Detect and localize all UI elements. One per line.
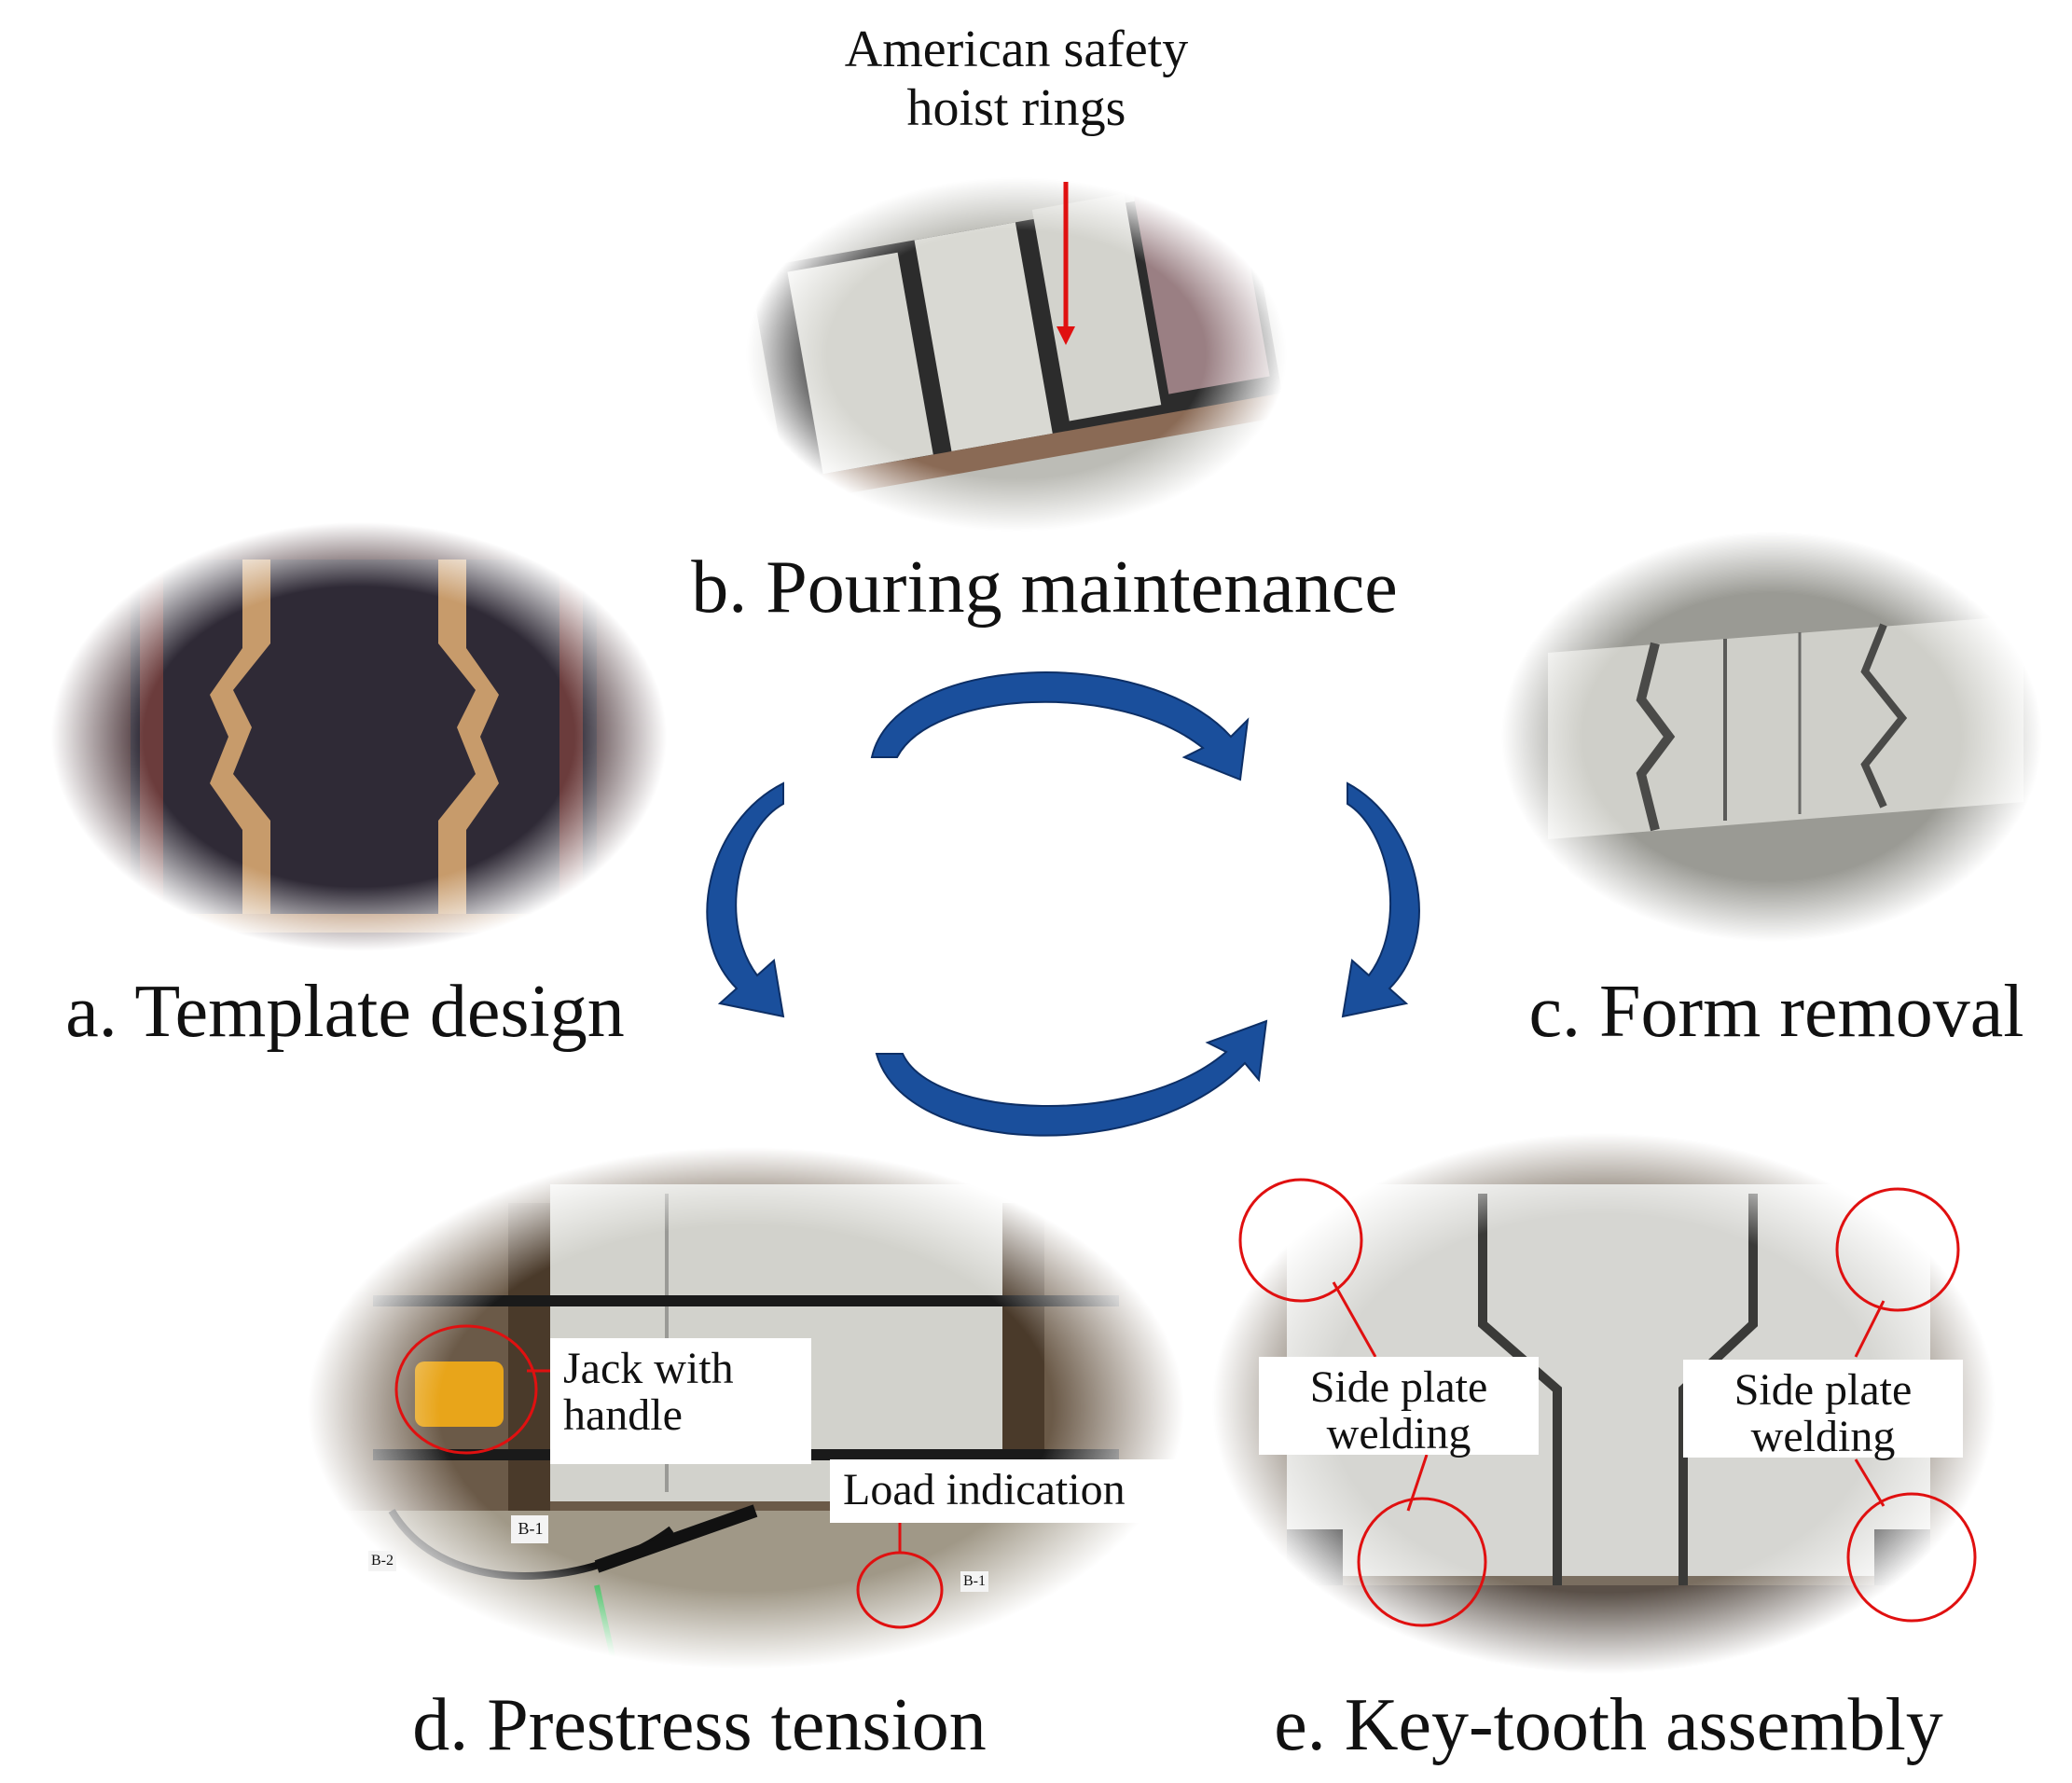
tag-b1-right: B-1: [963, 1573, 986, 1589]
weld-pointer-bl: [1406, 1454, 1429, 1512]
photo-tag-b1-mid: [511, 1515, 548, 1543]
arrow-b-to-c: [870, 671, 1250, 781]
load-indication-box: Load indication: [830, 1459, 1175, 1523]
weld-circle-bottom-right: [1846, 1492, 1977, 1623]
tag-b2: B-2: [371, 1553, 394, 1569]
hoist-rings-callout-line1: American safety: [844, 21, 1189, 78]
hoist-ring-pointer-head: [1057, 326, 1075, 345]
tag-b1-mid: B-1: [518, 1519, 544, 1538]
step-a-label: a. Template design: [65, 971, 625, 1053]
arrow-d-to-e: [875, 1019, 1268, 1137]
weld-circle-top-right: [1835, 1187, 1960, 1312]
cycle-arrows: [706, 671, 1420, 1137]
weld-pointer-tr: [1854, 1300, 1886, 1358]
weld-left-line2: welding: [1326, 1409, 1471, 1459]
weld-pointer-br: [1854, 1458, 1886, 1507]
hydraulic-jack: [415, 1361, 504, 1427]
key-tooth-joint-right: [1678, 1194, 1758, 1585]
arrow-c-to-e: [1341, 781, 1420, 1018]
jack-callout-line1: Jack with: [563, 1344, 734, 1393]
side-plate-welding-right-box: Side plate welding: [1683, 1360, 1963, 1462]
step-d-label: d. Prestress tension: [412, 1684, 987, 1766]
jack-with-handle-box: Jack with handle: [550, 1338, 811, 1464]
weld-right-line1: Side plate: [1734, 1365, 1913, 1415]
photo-tag-b2: [368, 1551, 396, 1571]
side-plate-welding-left-box: Side plate welding: [1259, 1357, 1539, 1459]
formwork-right-key-edge: [438, 560, 499, 923]
formwork-floor: [131, 560, 597, 923]
weld-circle-bottom-left: [1357, 1497, 1487, 1627]
hoist-rings-callout: American safety hoist rings: [737, 21, 1296, 137]
weld-left-line1: Side plate: [1309, 1362, 1488, 1412]
photo-form-removal: [1501, 532, 2042, 942]
weld-pointer-tl: [1332, 1281, 1377, 1358]
step-b-label: b. Pouring maintenance: [691, 546, 1398, 629]
weld-circle-top-left: [1238, 1178, 1363, 1303]
hoist-rings-callout-line2: hoist rings: [906, 78, 1126, 137]
jack-highlight-circle: [394, 1324, 538, 1455]
arrow-a-to-b: [706, 781, 785, 1018]
formwork-left-key-edge: [210, 560, 270, 923]
photo-template-design: [51, 522, 667, 951]
photo-tag-b1-right: [960, 1571, 988, 1592]
weld-right-line2: welding: [1750, 1412, 1896, 1462]
step-c-label: c. Form removal: [1528, 971, 2024, 1053]
photo-pouring-maintenance: [746, 164, 1287, 532]
step-e-label: e. Key-tooth assembly: [1274, 1684, 1943, 1766]
jack-callout-line2: handle: [563, 1390, 683, 1441]
